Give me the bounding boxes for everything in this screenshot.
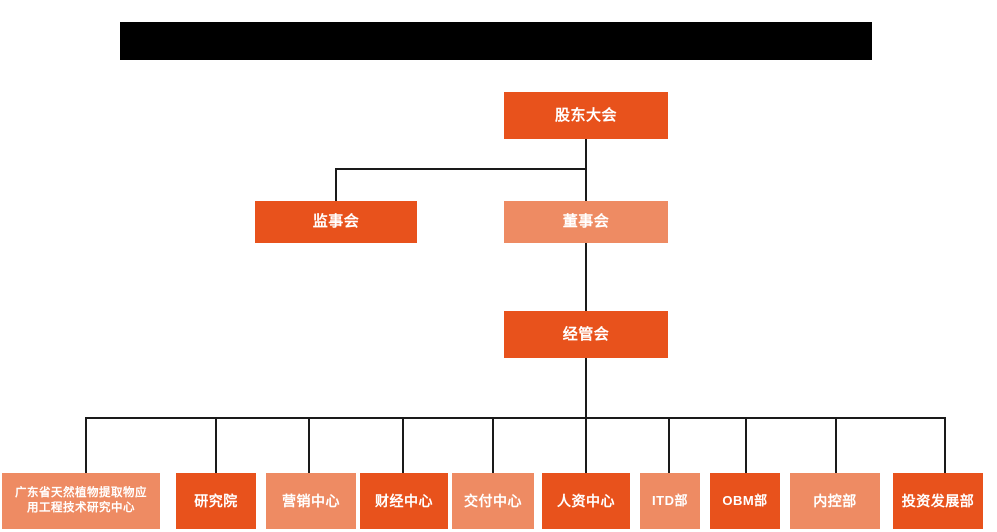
connector-to-investment-development-dept: [944, 417, 946, 473]
connector-to-obm-dept: [745, 417, 747, 473]
connector-to-delivery-center: [492, 417, 494, 473]
node-marketing-center[interactable]: 营销中心: [266, 473, 356, 529]
connector-to-internal-control-dept: [835, 417, 837, 473]
node-itd-dept[interactable]: ITD部: [640, 473, 700, 529]
connector-directors-to-management: [585, 243, 587, 311]
connector-to-itd-dept: [668, 417, 670, 473]
connector-to-directors: [585, 168, 587, 201]
connector-to-finance-center: [402, 417, 404, 473]
node-institute[interactable]: 研究院: [176, 473, 256, 529]
connector-to-hr-center: [585, 417, 587, 473]
connector-to-research-center: [85, 417, 87, 473]
connector-department-bus: [85, 417, 946, 419]
node-finance-center[interactable]: 财经中心: [360, 473, 448, 529]
node-management[interactable]: 经管会: [504, 311, 668, 358]
connector-management-stem: [585, 358, 587, 419]
connector-to-marketing-center: [308, 417, 310, 473]
node-supervisors[interactable]: 监事会: [255, 201, 417, 243]
node-research-center-line1: 广东省天然植物提取物应: [15, 487, 147, 500]
node-internal-control-dept[interactable]: 内控部: [790, 473, 880, 529]
node-directors[interactable]: 董事会: [504, 201, 668, 243]
node-investment-development-dept[interactable]: 投资发展部: [893, 473, 983, 529]
node-research-center-line2: 用工程技术研究中心: [27, 502, 135, 514]
connector-level1-bus: [335, 168, 587, 170]
node-obm-dept[interactable]: OBM部: [710, 473, 780, 529]
redacted-title-bar: [120, 22, 872, 60]
node-delivery-center[interactable]: 交付中心: [452, 473, 534, 529]
node-shareholders[interactable]: 股东大会: [504, 92, 668, 139]
node-research-center[interactable]: 广东省天然植物提取物应 用工程技术研究中心: [2, 473, 160, 529]
connector-shareholders-stem: [585, 139, 587, 169]
connector-to-supervisors: [335, 168, 337, 201]
connector-to-institute: [215, 417, 217, 473]
node-hr-center[interactable]: 人资中心: [542, 473, 630, 529]
